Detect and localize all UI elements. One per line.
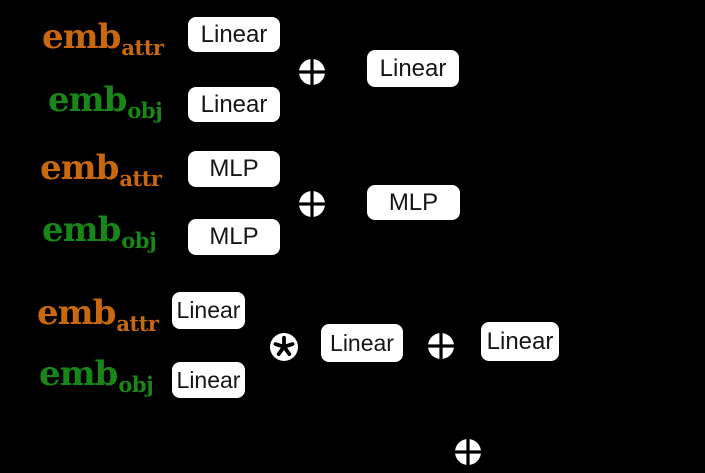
emb-base-text: emb xyxy=(48,80,127,120)
attr-subscript: attr xyxy=(121,35,164,60)
linear-box-label: Linear xyxy=(200,20,268,48)
linear-box-label: Linear xyxy=(486,327,554,355)
mlp-box-label: MLP xyxy=(388,188,439,216)
linear-box-label: Linear xyxy=(176,297,241,323)
circled-asterisk-icon xyxy=(270,333,298,366)
attr-subscript: attr xyxy=(116,311,159,336)
emb-obj-label: embobj xyxy=(48,80,163,123)
emb-obj-label: embobj xyxy=(39,354,154,397)
emb-attr-label: embattr xyxy=(40,148,162,191)
circled-plus-icon xyxy=(428,333,454,364)
emb-attr-label: embattr xyxy=(37,293,159,336)
circled-plus-icon xyxy=(299,59,325,90)
obj-subscript: obj xyxy=(127,98,163,123)
emb-obj-label: embobj xyxy=(42,210,157,253)
linear-box-label: Linear xyxy=(176,366,241,393)
mlp-box: MLP xyxy=(188,151,280,187)
attr-subscript: attr xyxy=(119,166,162,191)
linear-box-label: Linear xyxy=(330,329,394,356)
emb-base-text: emb xyxy=(42,17,121,57)
emb-base-text: emb xyxy=(37,293,116,333)
linear-box-label: Linear xyxy=(200,90,268,118)
mlp-box-label: MLP xyxy=(209,223,259,250)
linear-box: Linear xyxy=(172,362,245,398)
linear-box: Linear xyxy=(188,87,280,122)
mlp-box: MLP xyxy=(188,219,280,255)
linear-box: Linear xyxy=(172,292,245,329)
mlp-box: MLP xyxy=(367,185,460,220)
emb-base-text: emb xyxy=(42,210,121,250)
circled-plus-icon xyxy=(299,191,325,222)
obj-subscript: obj xyxy=(121,228,157,253)
emb-base-text: emb xyxy=(40,148,119,188)
emb-attr-label: embattr xyxy=(42,17,164,60)
linear-box: Linear xyxy=(367,50,459,87)
emb-base-text: emb xyxy=(39,354,118,394)
linear-box-label: Linear xyxy=(379,54,447,82)
linear-box: Linear xyxy=(321,324,403,362)
linear-box: Linear xyxy=(188,17,280,52)
linear-box: Linear xyxy=(481,322,559,361)
mlp-box-label: MLP xyxy=(209,155,259,182)
obj-subscript: obj xyxy=(118,372,154,397)
circled-plus-icon xyxy=(455,439,481,470)
